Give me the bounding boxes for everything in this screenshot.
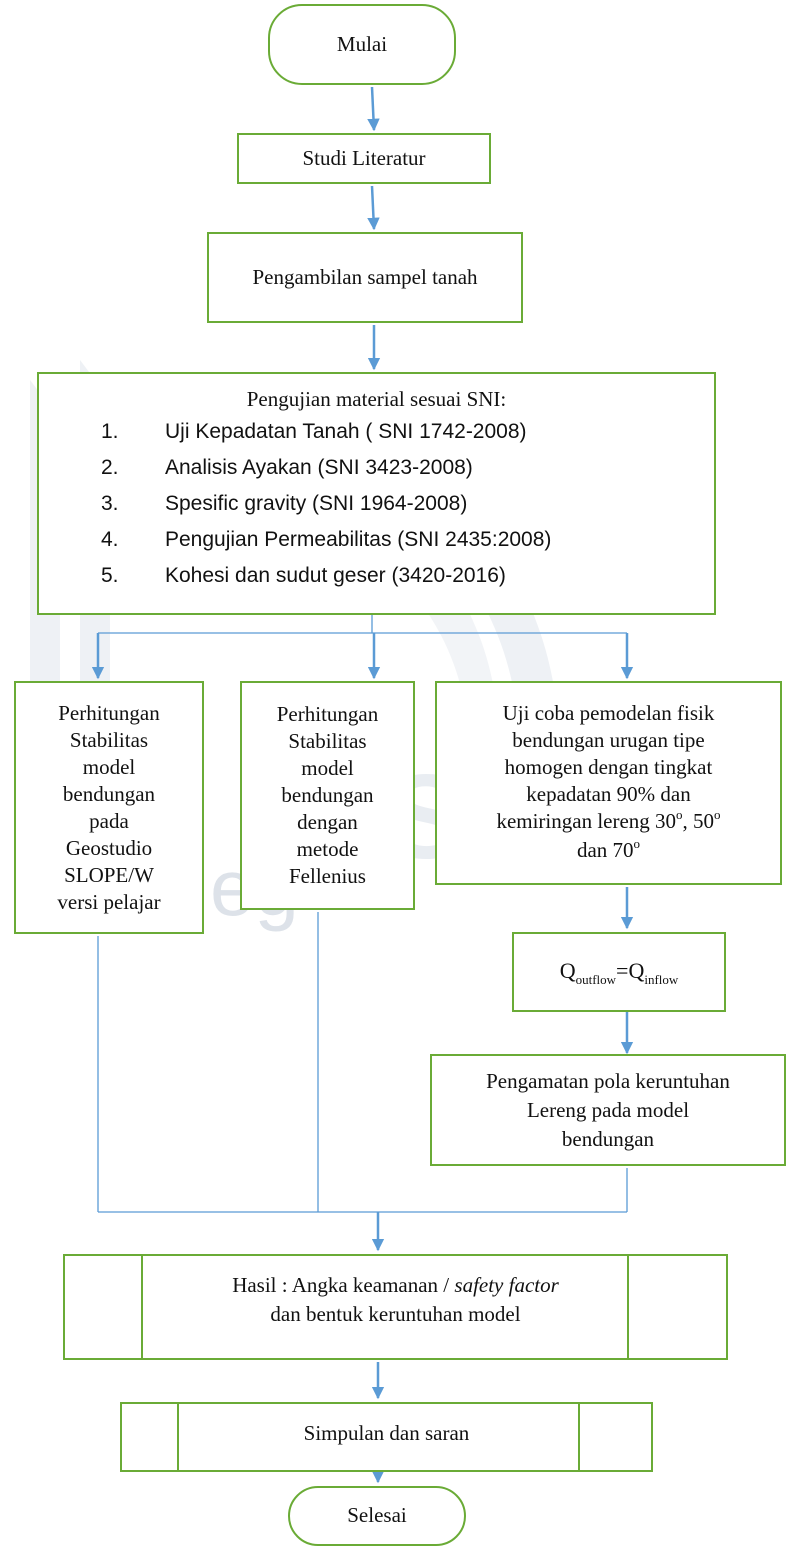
- conclusion-node: Simpulan dan saran: [120, 1402, 653, 1472]
- arrow-literature-to-sampling: [367, 185, 380, 231]
- start-node: Mulai: [268, 4, 456, 85]
- literature-node: Studi Literatur: [237, 133, 491, 184]
- testing-node: Pengujian material sesuai SNI: 1.Uji Kep…: [37, 372, 716, 615]
- result-left-bar: [141, 1256, 143, 1358]
- conclusion-left-bar: [177, 1404, 179, 1470]
- physical-model-label: Uji coba pemodelan fisik bendungan uruga…: [496, 701, 721, 862]
- flow-equation-node: Qoutflow=Qinflow: [512, 932, 726, 1012]
- testing-list: 1.Uji Kepadatan Tanah ( SNI 1742-2008) 2…: [49, 414, 704, 594]
- fellenius-label: Perhitungan Stabilitas model bendungan d…: [276, 702, 379, 888]
- flow-sub1: outflow: [575, 972, 617, 987]
- geostudio-label: Perhitungan Stabilitas model bendungan p…: [57, 700, 161, 914]
- end-label: Selesai: [347, 1502, 407, 1527]
- observation-line: bendungan: [561, 1126, 655, 1151]
- testing-item: 1.Uji Kepadatan Tanah ( SNI 1742-2008): [101, 420, 527, 443]
- testing-title: Pengujian material sesuai SNI:: [246, 387, 507, 411]
- result-line-2: dan bentuk keruntuhan model: [270, 1302, 521, 1326]
- observation-line: Lereng pada model: [526, 1097, 690, 1122]
- flow-q1: Q: [559, 958, 576, 983]
- sampling-node: Pengambilan sampel tanah: [207, 232, 523, 323]
- fellenius-node: Perhitungan Stabilitas model bendungan d…: [240, 681, 415, 910]
- result-prefix: Hasil : Angka keamanan /: [232, 1273, 455, 1297]
- testing-item: 5.Kohesi dan sudut geser (3420-2016): [101, 564, 506, 587]
- result-line-1: Hasil : Angka keamanan / safety factor: [232, 1271, 559, 1300]
- testing-item: 3.Spesific gravity (SNI 1964-2008): [101, 492, 468, 515]
- end-node: Selesai: [288, 1486, 466, 1546]
- testing-item: 4.Pengujian Permeabilitas (SNI 2435:2008…: [101, 528, 552, 551]
- result-right-bar: [627, 1256, 629, 1358]
- testing-item: 2.Analisis Ayakan (SNI 3423-2008): [101, 456, 473, 479]
- physical-model-node: Uji coba pemodelan fisik bendungan uruga…: [435, 681, 782, 885]
- flow-eq: =Q: [616, 958, 645, 983]
- literature-label: Studi Literatur: [302, 146, 426, 170]
- flow-sub2: inflow: [644, 972, 679, 987]
- conclusion-right-bar: [578, 1404, 580, 1470]
- start-label: Mulai: [336, 32, 388, 56]
- flow-equation-label: Qoutflow=Qinflow: [560, 957, 679, 987]
- geostudio-node: Perhitungan Stabilitas model bendungan p…: [14, 681, 204, 934]
- conclusion-label: Simpulan dan saran: [303, 1420, 470, 1445]
- arrow-start-to-literature: [367, 86, 380, 132]
- result-italic: safety factor: [454, 1273, 559, 1297]
- observation-line: Pengamatan pola keruntuhan: [486, 1068, 730, 1093]
- sampling-label: Pengambilan sampel tanah: [252, 265, 478, 289]
